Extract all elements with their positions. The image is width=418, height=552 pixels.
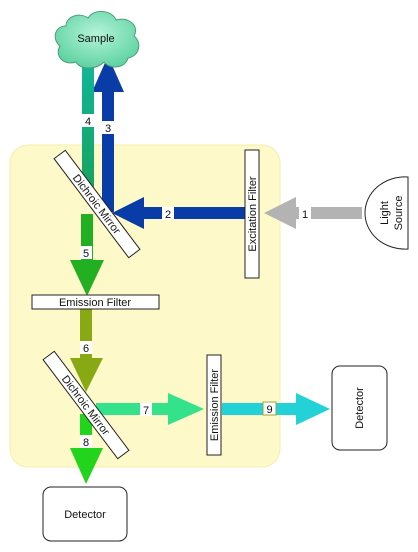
- emission-filter-1: Emission Filter: [31, 294, 160, 310]
- beam-number-4-text: 4: [85, 116, 91, 128]
- beam-number-3-text: 3: [105, 123, 111, 135]
- beam-number-5: 5: [80, 246, 92, 260]
- sample-label: Sample: [77, 33, 114, 45]
- beam-number-9: 9: [262, 401, 277, 416]
- detector-right-label: Detector: [354, 387, 366, 429]
- light-source-line2: Source: [393, 196, 405, 231]
- beam-9: [222, 393, 330, 425]
- beam-3: [92, 56, 124, 212]
- light-source: Light Source: [364, 176, 409, 250]
- beam-number-1: 1: [299, 207, 311, 221]
- excitation-filter-label: Excitation Filter: [247, 176, 259, 252]
- beam-number-6-text: 6: [83, 343, 89, 355]
- beam-number-1-text: 1: [302, 209, 308, 221]
- emission-filter-2: Emission Filter: [206, 354, 222, 456]
- excitation-filter: Excitation Filter: [244, 149, 260, 279]
- light-source-line1: Light: [379, 201, 391, 225]
- beam-number-7-text: 7: [143, 405, 149, 417]
- detector-bottom-label: Detector: [64, 509, 106, 521]
- beam-number-4: 4: [82, 114, 94, 128]
- emission-filter-1-label: Emission Filter: [59, 297, 131, 309]
- beam-number-5-text: 5: [83, 248, 89, 260]
- beam-number-2-text: 2: [165, 209, 171, 221]
- detector-right: Detector: [331, 365, 388, 451]
- sample-cloud: Sample: [54, 11, 140, 69]
- emission-filter-2-label: Emission Filter: [209, 369, 221, 441]
- beam-number-7: 7: [140, 403, 152, 417]
- beam-number-3: 3: [102, 121, 114, 135]
- beam-number-8-text: 8: [83, 437, 89, 449]
- beam-7: [96, 393, 204, 425]
- beam-number-8: 8: [80, 435, 92, 449]
- beam-number-6: 6: [80, 341, 92, 355]
- detector-bottom: Detector: [42, 486, 128, 542]
- beam-number-2: 2: [162, 207, 174, 221]
- beam-number-9-text: 9: [266, 404, 272, 416]
